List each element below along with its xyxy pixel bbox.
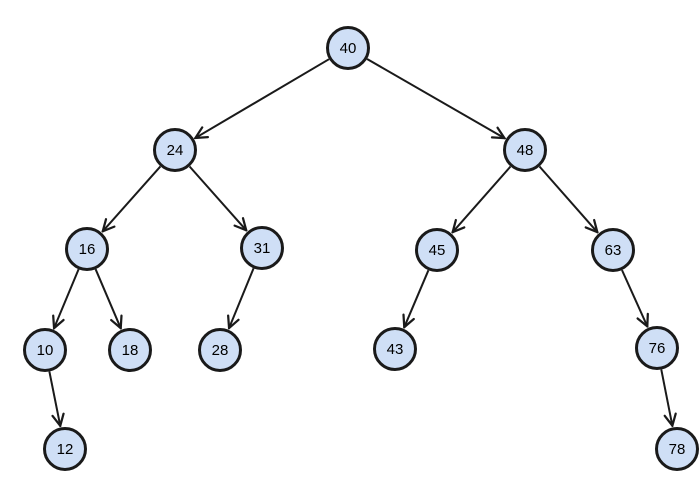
tree-node-31: 31 bbox=[240, 226, 284, 270]
tree-edge-45-43 bbox=[404, 269, 430, 328]
tree-node-45: 45 bbox=[415, 228, 459, 272]
tree-node-24: 24 bbox=[153, 128, 197, 172]
tree-edge-24-16 bbox=[102, 165, 162, 231]
tree-node-12: 12 bbox=[43, 427, 87, 471]
tree-node-28: 28 bbox=[198, 328, 242, 372]
tree-node-10: 10 bbox=[23, 328, 67, 372]
tree-node-76: 76 bbox=[635, 326, 679, 370]
tree-edge-31-28 bbox=[229, 267, 255, 328]
tree-edge-76-78 bbox=[660, 369, 672, 427]
tree-node-16: 16 bbox=[65, 227, 109, 271]
tree-edge-24-31 bbox=[188, 165, 247, 231]
tree-node-43: 43 bbox=[373, 327, 417, 371]
tree-edge-48-63 bbox=[538, 165, 598, 233]
tree-edge-16-10 bbox=[54, 268, 80, 329]
tree-edge-40-24 bbox=[195, 58, 330, 138]
tree-edge-40-48 bbox=[366, 58, 505, 139]
tree-edge-10-12 bbox=[48, 371, 60, 427]
tree-edge-63-76 bbox=[621, 269, 648, 327]
tree-node-63: 63 bbox=[591, 228, 635, 272]
tree-node-78: 78 bbox=[655, 427, 699, 471]
tree-node-48: 48 bbox=[503, 128, 547, 172]
tree-node-18: 18 bbox=[108, 328, 152, 372]
tree-edge-48-45 bbox=[452, 165, 512, 233]
tree-edge-16-18 bbox=[94, 268, 121, 329]
tree-edges bbox=[48, 58, 672, 427]
tree-node-40: 40 bbox=[326, 26, 370, 70]
